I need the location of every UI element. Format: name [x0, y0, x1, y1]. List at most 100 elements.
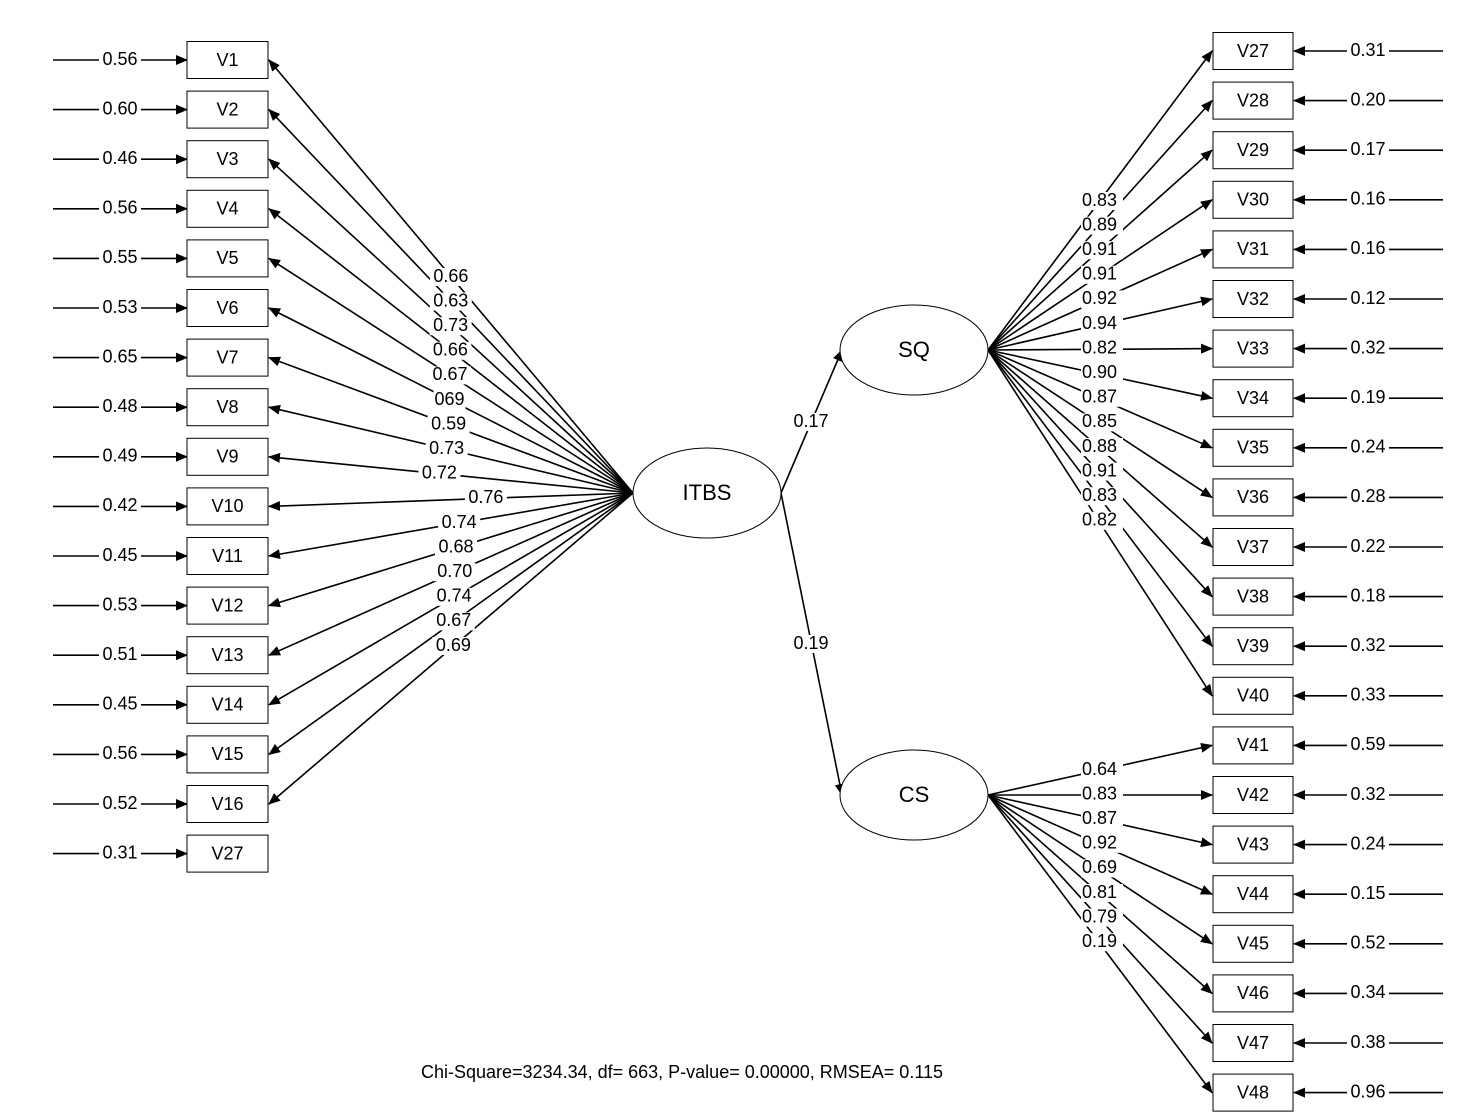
indicator-label-left: V27 [211, 843, 243, 863]
loading-label-left-v11-bg [438, 514, 481, 532]
indicator-label: V29 [1237, 140, 1269, 160]
error-label-v41-bg [1347, 736, 1389, 755]
indicator-box-v38 [1212, 577, 1294, 616]
error-label-v40-bg [1347, 686, 1389, 705]
error-label-v47-bg [1347, 1034, 1389, 1052]
loading-label-v29: 0.91 [1082, 239, 1117, 259]
error-label-v36: 0.28 [1350, 486, 1385, 506]
error-label-left-v12: 0.53 [102, 594, 137, 614]
indicator-box-v32 [1212, 280, 1294, 318]
indicator-label: V47 [1237, 1033, 1269, 1053]
indicator-label: V37 [1237, 537, 1269, 557]
indicator-box-v3-left [186, 140, 269, 179]
loading-label-v33-bg [1081, 339, 1123, 358]
error-label-v47: 0.38 [1350, 1032, 1385, 1052]
loading-label-left-v9-bg [418, 464, 461, 483]
error-label-v38: 0.18 [1350, 585, 1385, 605]
loading-label-v46: 0.81 [1082, 882, 1117, 902]
indicator-label-left: V13 [211, 645, 243, 665]
error-label-left-v3-bg [99, 150, 141, 169]
indicator-box-v12-left [186, 586, 269, 625]
indicator-box-v28 [1212, 81, 1294, 120]
indicator-label: V41 [1237, 735, 1269, 755]
loading-label-left-v9: 0.72 [422, 463, 457, 483]
loading-label-left-v13-bg [433, 563, 476, 582]
error-label-v46: 0.34 [1350, 982, 1385, 1002]
loading-label-left-v1: 0.66 [433, 266, 468, 286]
loading-label-v30: 0.91 [1082, 264, 1117, 284]
indicator-box-v15-left [186, 735, 269, 774]
loading-label-v44: 0.92 [1082, 833, 1117, 853]
loading-label-v36-bg [1081, 413, 1123, 432]
loading-label-v31-bg [1081, 290, 1123, 309]
indicator-label: V40 [1237, 686, 1269, 706]
loading-label-v27-bg [1081, 192, 1123, 210]
indicator-label: V34 [1237, 388, 1269, 408]
loading-label-left-v11: 0.74 [442, 512, 477, 532]
loading-label-v34-bg [1081, 364, 1123, 383]
error-label-left-v9-bg [99, 447, 141, 466]
error-label-left-v2: 0.60 [102, 98, 137, 118]
indicator-label-left: V15 [211, 744, 243, 764]
latent-cs-label: CS [899, 782, 930, 807]
indicator-label: V48 [1237, 1082, 1269, 1102]
error-label-left-v7: 0.65 [102, 346, 137, 366]
nodes: V1V2V3V4V5V6V7V8V9V10V11V12V13V14V15V16V… [186, 32, 1294, 1112]
error-label-v46-bg [1347, 984, 1389, 1003]
error-label-v41: 0.59 [1350, 734, 1385, 754]
error-label-left-v27-bg [99, 844, 141, 863]
loading-label-left-v8-bg [425, 440, 468, 459]
error-label-v29: 0.17 [1350, 139, 1385, 159]
indicator-label: V42 [1237, 785, 1269, 805]
indicator-label-left: V2 [216, 99, 238, 119]
error-label-left-v4-bg [99, 199, 141, 218]
error-label-v37-bg [1347, 538, 1389, 556]
indicator-box-v6-left [186, 289, 269, 327]
latent-sq-ellipse [839, 304, 989, 396]
indicator-label: V35 [1237, 438, 1269, 458]
loading-label-left-v7: 0.59 [431, 413, 466, 433]
loading-label-v48-bg [1081, 933, 1123, 952]
loading-label-left-v4: 0.66 [433, 340, 468, 360]
error-label-v36-bg [1347, 488, 1389, 507]
error-label-v42-bg [1347, 786, 1389, 804]
error-label-v28-bg [1347, 91, 1389, 110]
error-label-left-v3: 0.46 [102, 148, 137, 168]
error-label-v48: 0.96 [1350, 1081, 1385, 1101]
indicator-label-left: V1 [216, 50, 238, 70]
error-label-v30: 0.16 [1350, 189, 1385, 209]
error-label-v28: 0.20 [1350, 89, 1385, 109]
loading-label-v47-bg [1081, 908, 1123, 927]
loading-label-left-v12-bg [435, 538, 478, 557]
indicator-label: V39 [1237, 636, 1269, 656]
loading-label-left-v4-bg [429, 341, 472, 360]
loading-label-v37-bg [1081, 438, 1123, 456]
indicator-box-v4-left [186, 189, 269, 228]
error-label-v39-bg [1347, 637, 1389, 656]
indicator-label-left: V8 [216, 397, 238, 417]
error-label-left-v5: 0.55 [102, 247, 137, 267]
error-label-v31: 0.16 [1350, 238, 1385, 258]
indicator-label: V43 [1237, 834, 1269, 854]
error-label-left-v12-bg [99, 596, 141, 615]
indicator-box-v14-left [186, 685, 269, 724]
indicator-box-v35 [1212, 428, 1294, 467]
indicator-label: V46 [1237, 983, 1269, 1003]
indicator-box-v33 [1212, 329, 1294, 368]
error-label-v34: 0.19 [1350, 387, 1385, 407]
indicator-label-left: V3 [216, 149, 238, 169]
indicator-box-v45 [1212, 924, 1294, 963]
error-label-left-v11: 0.45 [102, 545, 137, 565]
error-label-left-v2-bg [99, 100, 141, 119]
loading-label-left-v13: 0.70 [437, 561, 472, 581]
indicator-label-left: V10 [211, 496, 243, 516]
indicator-label: V45 [1237, 934, 1269, 954]
path-label-itbs-sq: 0.17 [793, 411, 828, 431]
indicator-box-v29 [1212, 131, 1294, 170]
indicator-label-left: V12 [211, 595, 243, 615]
loading-label-v38-bg [1081, 462, 1123, 481]
error-label-v34-bg [1347, 389, 1389, 408]
error-label-v45-bg [1347, 934, 1389, 953]
loading-label-v39: 0.83 [1082, 485, 1117, 505]
